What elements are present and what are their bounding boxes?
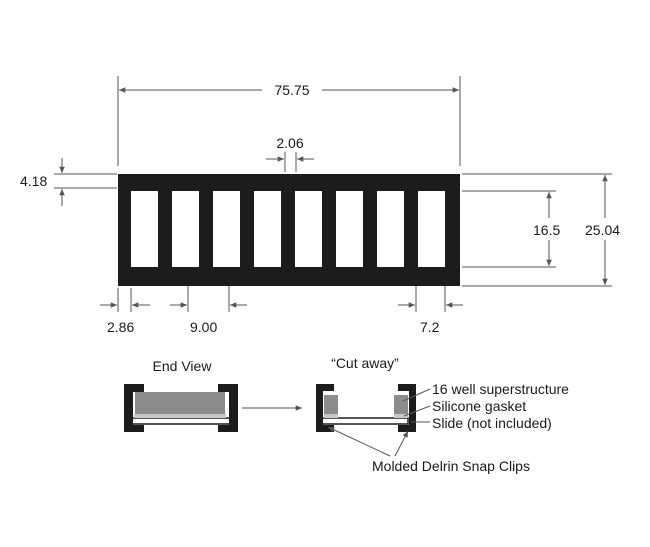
- well-pitch-label: 9.00: [190, 319, 217, 335]
- well-gap-label: 2.06: [276, 135, 303, 151]
- cut-away-left-superstructure: [324, 395, 338, 414]
- callout-leaders: [327, 388, 431, 457]
- cut-away-right-superstructure: [394, 395, 408, 414]
- well-gap-dimension: 2.06: [266, 135, 314, 172]
- well-6: [336, 191, 363, 267]
- slide-label: Slide (not included): [432, 415, 552, 431]
- snap-clips-label: Molded Delrin Snap Clips: [372, 458, 530, 474]
- left-offset-label: 2.86: [107, 319, 134, 335]
- overall-width-dimension: 75.75: [117, 76, 461, 166]
- well-1: [131, 191, 158, 267]
- overall-height-dimension: 25.04: [462, 173, 620, 287]
- clip-leader-right: [394, 430, 409, 457]
- superstructure-leader: [402, 388, 431, 402]
- gasket-label: Silicone gasket: [432, 398, 526, 414]
- cut-away-slide: [321, 417, 409, 425]
- top-margin-dimension: 4.18: [20, 158, 117, 206]
- end-view-title: End View: [153, 358, 213, 374]
- cut-away-title: “Cut away”: [331, 355, 399, 371]
- wells-group: [131, 191, 445, 267]
- well-3: [213, 191, 240, 267]
- slide-body: [118, 174, 460, 286]
- well-height-label: 16.5: [533, 222, 560, 238]
- end-view-slide: [131, 417, 231, 425]
- end-view-superstructure: [135, 392, 225, 414]
- right-offset-dimension: 7.2: [398, 286, 463, 335]
- well-7: [377, 191, 404, 267]
- well-4: [254, 191, 281, 267]
- well-5: [295, 191, 322, 267]
- cut-away-right-clip: [398, 384, 416, 432]
- end-view-drawing: [124, 384, 238, 432]
- end-view-right-clip: [218, 384, 238, 432]
- cut-away-left-gasket: [324, 414, 338, 418]
- overall-width-label: 75.75: [274, 82, 309, 98]
- well-height-dimension: 16.5: [462, 190, 560, 268]
- end-view-gasket: [134, 414, 226, 418]
- left-offset-dimension: 2.86: [100, 288, 150, 335]
- right-offset-label: 7.2: [420, 319, 440, 335]
- well-pitch-dimension: 9.00: [170, 286, 247, 335]
- end-view-left-clip: [124, 384, 144, 432]
- top-margin-label: 4.18: [20, 173, 47, 189]
- gasket-leader: [403, 405, 431, 417]
- superstructure-label: 16 well superstructure: [432, 381, 569, 397]
- clip-leader-left: [327, 426, 391, 457]
- cut-away-left-clip: [316, 384, 334, 432]
- cut-away-drawing: [316, 384, 416, 432]
- cut-away-right-gasket: [394, 414, 408, 418]
- overall-height-label: 25.04: [585, 222, 620, 238]
- well-8: [418, 191, 445, 267]
- well-2: [172, 191, 199, 267]
